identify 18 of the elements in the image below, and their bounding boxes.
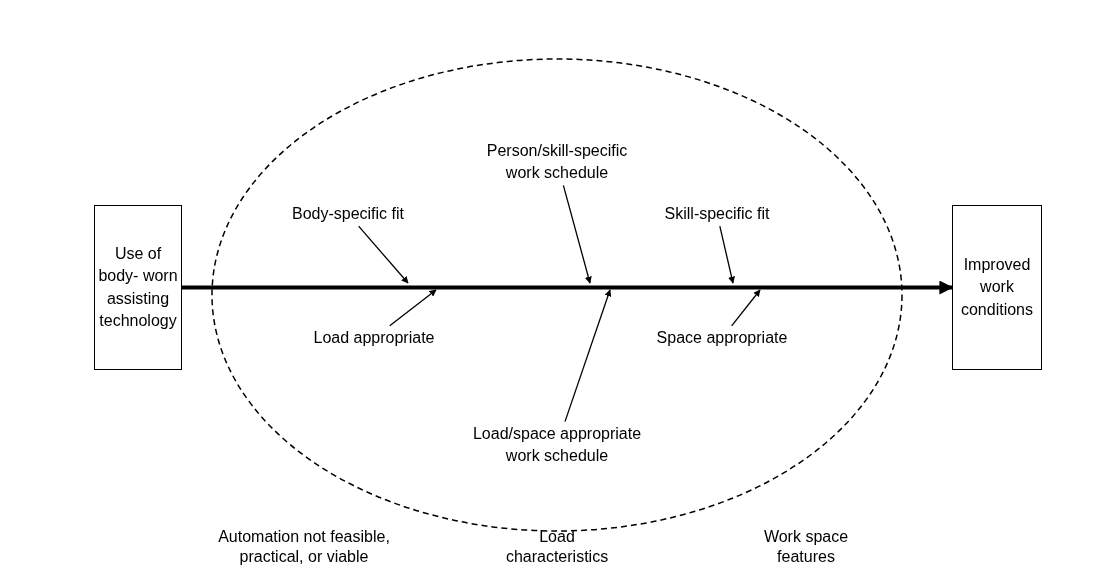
- arrow: [389, 289, 437, 327]
- factor-label: Person/skill-specific work schedule: [472, 139, 642, 185]
- factor-label: Load appropriate: [313, 326, 435, 350]
- process-box: Improved work conditions: [952, 205, 1042, 370]
- arrow: [719, 225, 735, 284]
- arrow: [562, 184, 592, 284]
- factor-label: Body-specific fit: [291, 202, 404, 226]
- arrow: [564, 289, 612, 423]
- category-label: Work space features: [762, 527, 850, 567]
- category-label: Load characteristics: [504, 527, 610, 567]
- factor-label: Skill-specific fit: [664, 202, 770, 226]
- factor-label: Space appropriate: [656, 326, 788, 350]
- factor-label: Load/space appropriate work schedule: [462, 422, 652, 468]
- process-box: Use of body- worn assisting technology: [94, 205, 182, 370]
- arrow: [731, 289, 761, 327]
- arrow: [357, 225, 409, 284]
- category-label: Automation not feasible, practical, or viable: [217, 527, 391, 567]
- arrow: [182, 280, 954, 295]
